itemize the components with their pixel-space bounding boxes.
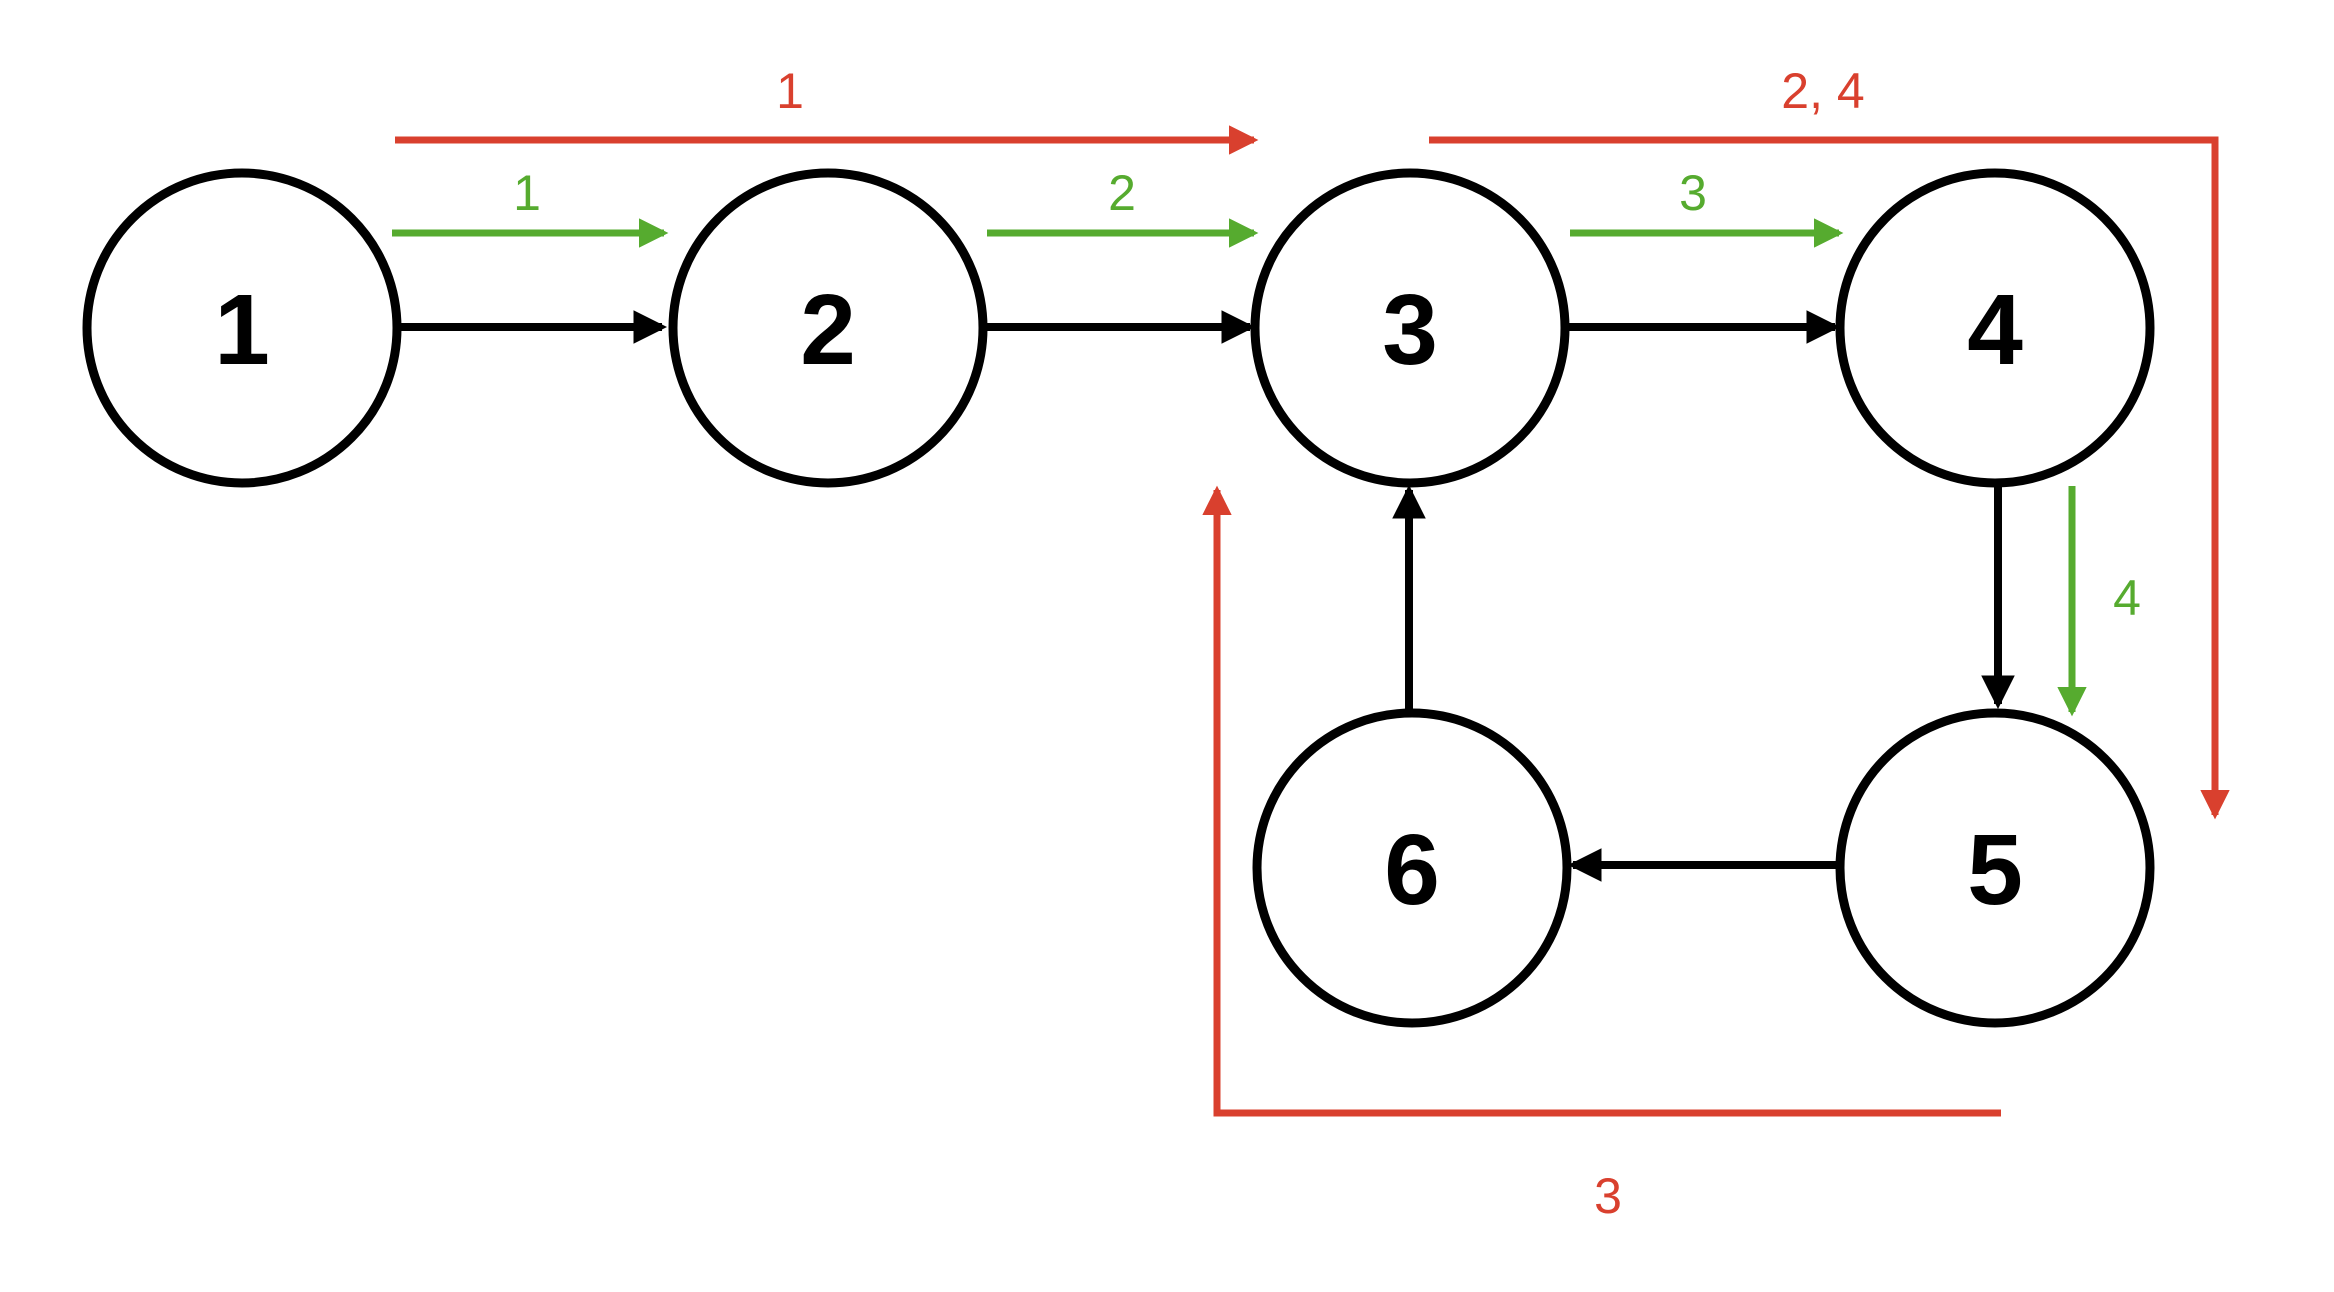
node-6-label: 6 <box>1384 814 1440 926</box>
node-1: 1 <box>82 168 402 488</box>
node-6-circle <box>1252 708 1572 1028</box>
red-arrow-3 <box>1202 485 2001 1117</box>
node-1-label: 1 <box>214 274 270 386</box>
edges-layer <box>392 125 2230 1117</box>
node-3: 3 <box>1250 168 1570 488</box>
red-arrow-1-label: 1 <box>776 63 804 119</box>
node-2: 2 <box>668 168 988 488</box>
green-arrow-1-label: 1 <box>513 165 541 221</box>
green-arrow-3-label: 3 <box>1679 165 1707 221</box>
node-2-circle <box>668 168 988 488</box>
node-5: 5 <box>1835 708 2155 1028</box>
node-4-circle <box>1835 168 2155 488</box>
green-arrow-4-label: 4 <box>2113 570 2141 626</box>
node-6: 6 <box>1252 708 1572 1028</box>
node-2-label: 2 <box>800 274 856 386</box>
node-4: 4 <box>1835 168 2155 488</box>
green-arrow-2-label: 2 <box>1108 165 1136 221</box>
node-5-circle <box>1835 708 2155 1028</box>
node-5-label: 5 <box>1967 814 2023 926</box>
node-4-label: 4 <box>1967 274 2023 386</box>
node-3-circle <box>1250 168 1570 488</box>
nodes-layer: 1 2 3 4 5 6 <box>82 168 2155 1028</box>
red-arrow-3-label: 3 <box>1594 1168 1622 1224</box>
red-arrow-2-4 <box>1429 136 2230 820</box>
labels-layer: 1 2, 4 3 1 2 3 4 <box>513 63 2141 1224</box>
node-3-label: 3 <box>1382 274 1438 386</box>
node-1-circle <box>82 168 402 488</box>
red-arrow-2-4-label: 2, 4 <box>1781 63 1864 119</box>
